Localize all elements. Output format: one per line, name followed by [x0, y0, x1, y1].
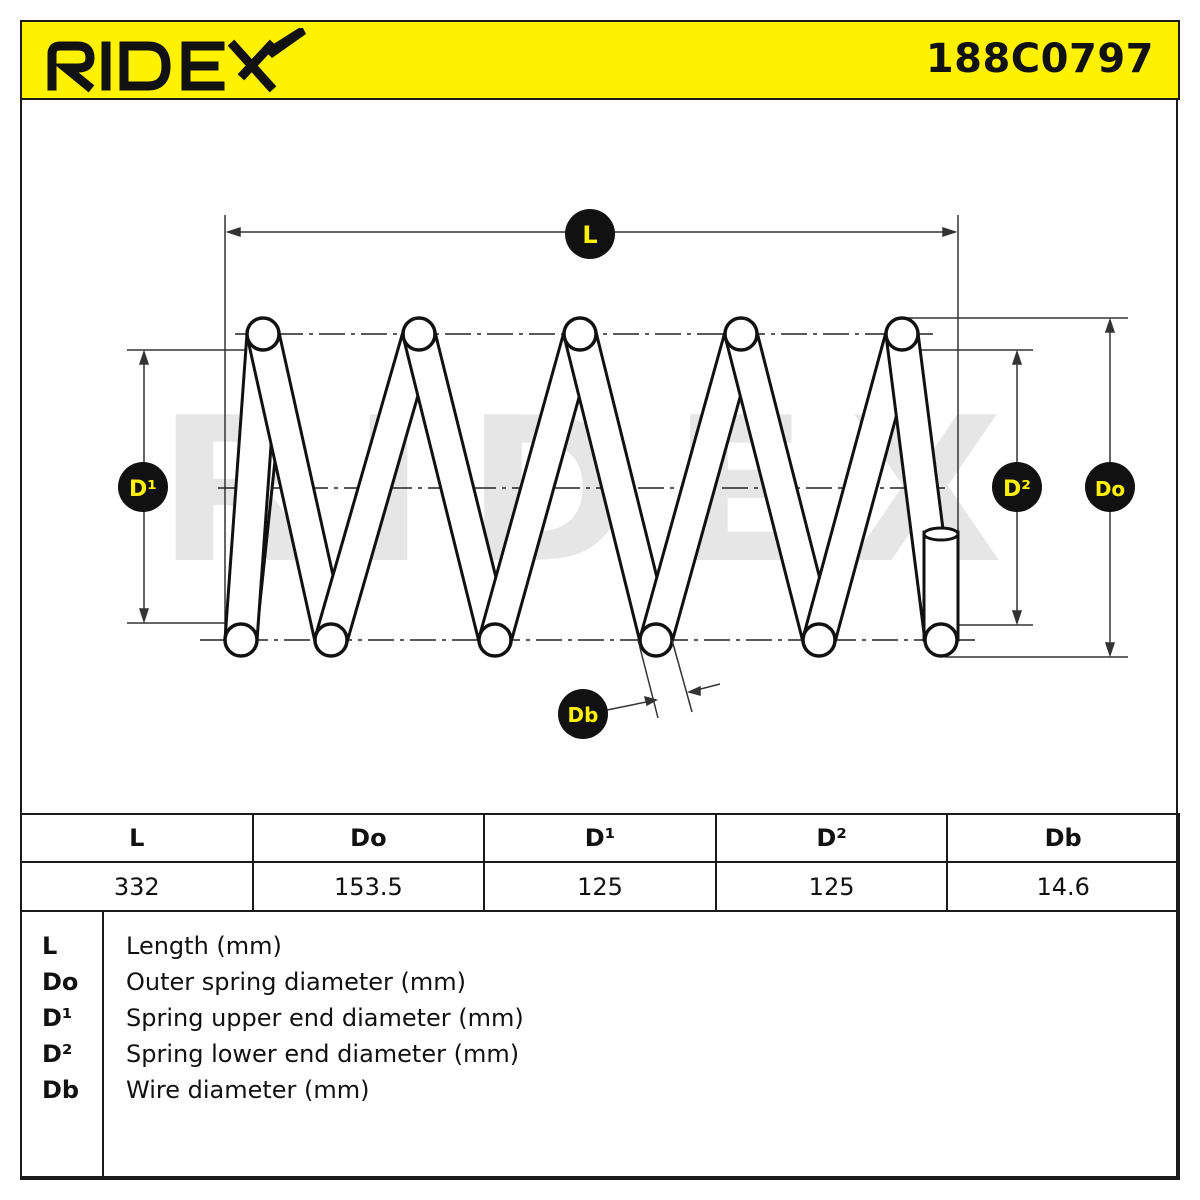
label-d2-badge: D²: [992, 462, 1042, 512]
legend-symbol: D¹: [42, 1004, 73, 1032]
header-bar: 188C0797: [20, 20, 1180, 100]
legend-row: Db Wire diameter (mm): [22, 1072, 1178, 1108]
spec-value-cell: 125: [483, 861, 717, 912]
label-d1-badge: D¹: [118, 462, 168, 512]
spring-end-stub: [922, 526, 960, 642]
legend-symbol: Db: [42, 1076, 80, 1104]
legend-row: Do Outer spring diameter (mm): [22, 964, 1178, 1000]
spec-header-cell: D²: [714, 813, 949, 863]
spec-header-cell: L: [20, 813, 254, 863]
label-do-badge: Do: [1085, 462, 1135, 512]
spec-table: L Do D¹ D² Db 332 153.5 125 125 14.6: [20, 813, 1180, 912]
spec-value-cell: 153.5: [251, 861, 486, 912]
legend-description: Length (mm): [126, 932, 282, 960]
spec-header-cell: Db: [946, 813, 1180, 863]
wire-end: [801, 622, 837, 658]
label-l-badge: L: [565, 209, 615, 259]
label-db-badge: Db: [558, 689, 608, 739]
legend-description: Wire diameter (mm): [126, 1076, 370, 1104]
label-d2: D²: [1003, 477, 1031, 502]
legend-row: L Length (mm): [22, 928, 1178, 964]
label-db: Db: [568, 703, 599, 727]
wire-end: [562, 316, 598, 352]
spring-coil: [223, 328, 959, 646]
spec-header-cell: Do: [251, 813, 486, 863]
spec-header-row: L Do D¹ D² Db: [20, 813, 1180, 863]
ridex-logo: [47, 28, 306, 93]
legend-symbol: D²: [42, 1040, 73, 1068]
wire-end: [723, 316, 759, 352]
legend-description: Outer spring diameter (mm): [126, 968, 467, 996]
wire-end: [923, 622, 959, 658]
wire-end: [245, 316, 281, 352]
spec-value-cell: 332: [20, 861, 254, 912]
part-number: 188C0797: [925, 36, 1154, 82]
legend-description: Spring lower end diameter (mm): [126, 1040, 520, 1068]
legend-row: D² Spring lower end diameter (mm): [22, 1036, 1178, 1072]
spec-value-cell: 14.6: [946, 861, 1180, 912]
label-l: L: [582, 221, 597, 249]
legend: L Length (mm) Do Outer spring diameter (…: [20, 910, 1180, 1180]
legend-symbol: Do: [42, 968, 79, 996]
legend-symbol: L: [42, 932, 58, 960]
label-do: Do: [1095, 477, 1125, 501]
label-d1: D¹: [129, 477, 157, 502]
wire-end: [223, 622, 259, 658]
wire-end: [477, 622, 513, 658]
wire-end: [401, 316, 437, 352]
legend-row: D¹ Spring upper end diameter (mm): [22, 1000, 1178, 1036]
spec-value-row: 332 153.5 125 125 14.6: [20, 861, 1180, 912]
spec-header-cell: D¹: [483, 813, 717, 863]
db-dimension: [606, 639, 721, 719]
spring-drawing: RIDEX: [118, 209, 1135, 739]
legend-description: Spring upper end diameter (mm): [126, 1004, 524, 1032]
wire-end: [638, 622, 674, 658]
legend-divider: [102, 912, 104, 1178]
spec-value-cell: 125: [714, 861, 949, 912]
wire-end: [884, 316, 920, 352]
wire-ends: [223, 316, 959, 658]
wire-end: [313, 622, 349, 658]
